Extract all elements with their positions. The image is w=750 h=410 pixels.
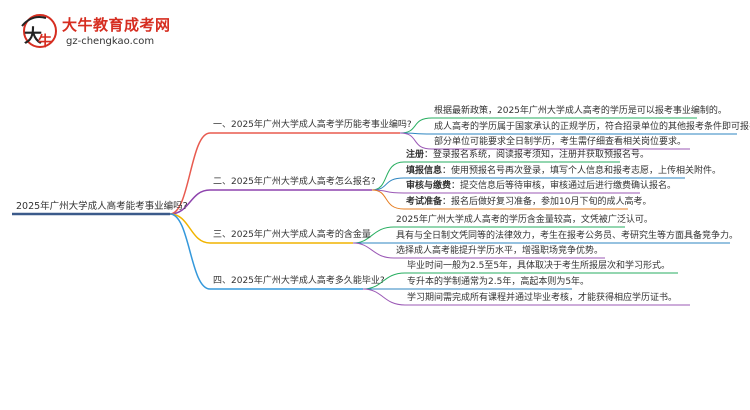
leaf-2-3: 审核与缴费：提交信息后等待审核，审核通过后进行缴费确认报名。 bbox=[406, 181, 676, 192]
svg-text:大: 大 bbox=[24, 25, 42, 47]
leaf-2-2-connector bbox=[371, 177, 685, 191]
leaf-2-2-text: ：使用预报名号再次登录，填写个人信息和报考志愿，上传相关附件。 bbox=[442, 166, 722, 176]
leaf-1-3: 部分单位可能要求全日制学历，考生需仔细查看相关岗位要求。 bbox=[434, 137, 687, 147]
logo-url: gz-chengkao.com bbox=[66, 36, 155, 47]
branch-3-connector bbox=[169, 213, 211, 244]
leaf-1-1: 根据最新政策，2025年广州大学成人高考的学历是可以报考事业编制的。 bbox=[434, 106, 727, 116]
branch-4-connector bbox=[169, 213, 211, 290]
leaf-2-4-connector bbox=[371, 189, 628, 210]
leaf-1-2-connector bbox=[399, 132, 737, 135]
leaf-4-3: 学习期间需完成所有课程并通过毕业考核，才能获得相应学历证书。 bbox=[407, 293, 678, 303]
bull-logo-icon: 大 牛 bbox=[21, 14, 57, 50]
leaf-2-2: 填报信息：使用预报名号再次登录，填写个人信息和报考志愿，上传相关附件。 bbox=[406, 166, 721, 177]
branch-3-label: 三、2025年广州大学成人高考的含金量 bbox=[213, 230, 371, 240]
branch-1-connector bbox=[169, 132, 211, 215]
leaf-4-2: 专升本的学制通常为2.5年，高起本则为5年。 bbox=[407, 277, 590, 287]
leaf-4-1-connector bbox=[362, 272, 678, 290]
leaf-2-3-text: ：提交信息后等待审核，审核通过后进行缴费确认报名。 bbox=[451, 181, 677, 191]
leaf-3-1: 2025年广州大学成人高考的学历含金量较高，文凭被广泛认可。 bbox=[396, 215, 653, 225]
svg-text:牛: 牛 bbox=[38, 33, 52, 50]
leaf-2-1-keyword: 注册 bbox=[406, 150, 425, 160]
mindmap-root: 2025年广州大学成人高考能考事业编吗? bbox=[16, 201, 188, 212]
leaf-3-1-connector bbox=[352, 226, 625, 244]
leaf-2-1-text: ：登录报名系统，阅读报考须知，注册并获取预报名号。 bbox=[424, 150, 650, 160]
leaf-2-3-keyword: 审核与缴费 bbox=[406, 181, 452, 191]
leaf-4-1: 毕业时间一般为2.5至5年，具体取决于考生所报层次和学习形式。 bbox=[407, 261, 671, 271]
leaf-4-3-connector bbox=[362, 288, 690, 306]
leaf-2-4-text: ：报名后做好复习准备，参加10月下旬的成人高考。 bbox=[442, 197, 652, 207]
leaf-3-2: 具有与全日制文凭同等的法律效力，考生在报考公务员、考研究生等方面具备竞争力。 bbox=[396, 231, 739, 241]
branch-2-label: 二、2025年广州大学成人高考怎么报名? bbox=[213, 177, 376, 187]
leaf-2-4-keyword: 考试准备 bbox=[406, 197, 443, 207]
leaf-1-3-connector bbox=[399, 132, 690, 150]
leaf-2-1-connector bbox=[371, 161, 620, 191]
branch-4-label: 四、2025年广州大学成人高考多久能毕业? bbox=[213, 276, 385, 286]
leaf-2-2-keyword: 填报信息 bbox=[406, 166, 443, 176]
leaf-2-1: 注册：登录报名系统，阅读报考须知，注册并获取预报名号。 bbox=[406, 150, 649, 161]
logo-title: 大牛教育成考网 bbox=[62, 16, 171, 34]
leaf-1-2: 成人高考的学历属于国家承认的正规学历，符合招录单位的其他报考条件即可报名。 bbox=[434, 122, 750, 132]
branch-2-connector bbox=[169, 189, 211, 215]
leaf-3-3: 选择成人高考能提升学历水平，增强职场竞争优势。 bbox=[396, 246, 604, 256]
leaf-2-4: 考试准备：报名后做好复习准备，参加10月下旬的成人高考。 bbox=[406, 197, 651, 208]
leaf-3-3-connector bbox=[352, 242, 605, 259]
branch-1-label: 一、2025年广州大学成人高考学历能考事业编吗? bbox=[213, 120, 412, 130]
site-logo[interactable]: 大 牛 大牛教育成考网 gz-chengkao.com bbox=[14, 10, 174, 52]
leaf-1-1-connector bbox=[399, 117, 697, 134]
